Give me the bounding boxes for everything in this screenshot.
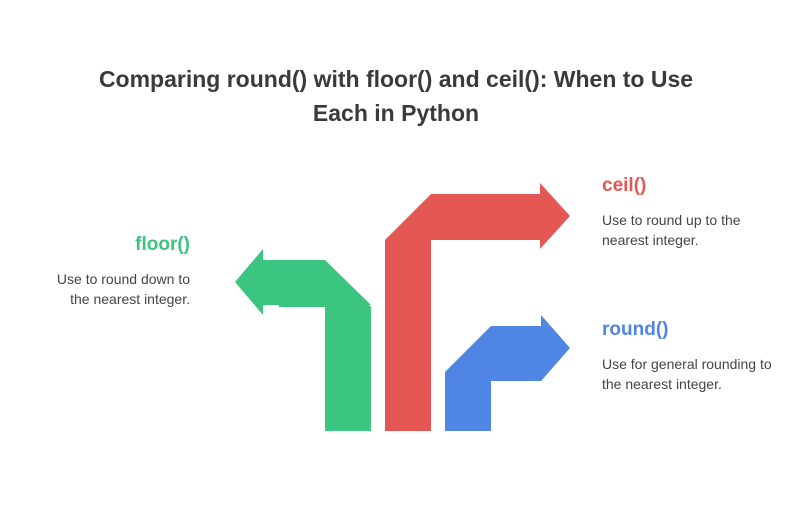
floor-arrow-head [235, 249, 371, 315]
ceil-label: ceil() Use to round up to the nearest in… [602, 174, 772, 250]
diagram-title: Comparing round() with floor() and ceil(… [98, 66, 694, 126]
floor-description: Use to round down to the nearest integer… [56, 271, 190, 307]
floor-arrow [235, 249, 371, 431]
floor-label: floor() Use to round down to the nearest… [40, 233, 190, 309]
round-title: round() [602, 319, 669, 340]
ceil-arrow-shaft [385, 194, 540, 240]
round-arrow-stem [445, 372, 491, 431]
ceil-arrow-stem [385, 240, 431, 431]
round-arrow-shaft [445, 315, 570, 381]
ceil-description: Use to round up to the nearest integer. [602, 212, 741, 248]
ceil-arrow [385, 183, 570, 431]
round-label: round() Use for general rounding to the … [602, 318, 772, 394]
round-description: Use for general rounding to the nearest … [602, 356, 772, 392]
round-arrow [445, 315, 570, 431]
floor-arrow-stem [325, 307, 371, 431]
floor-title: floor() [135, 234, 190, 255]
ceil-title: ceil() [602, 175, 647, 196]
